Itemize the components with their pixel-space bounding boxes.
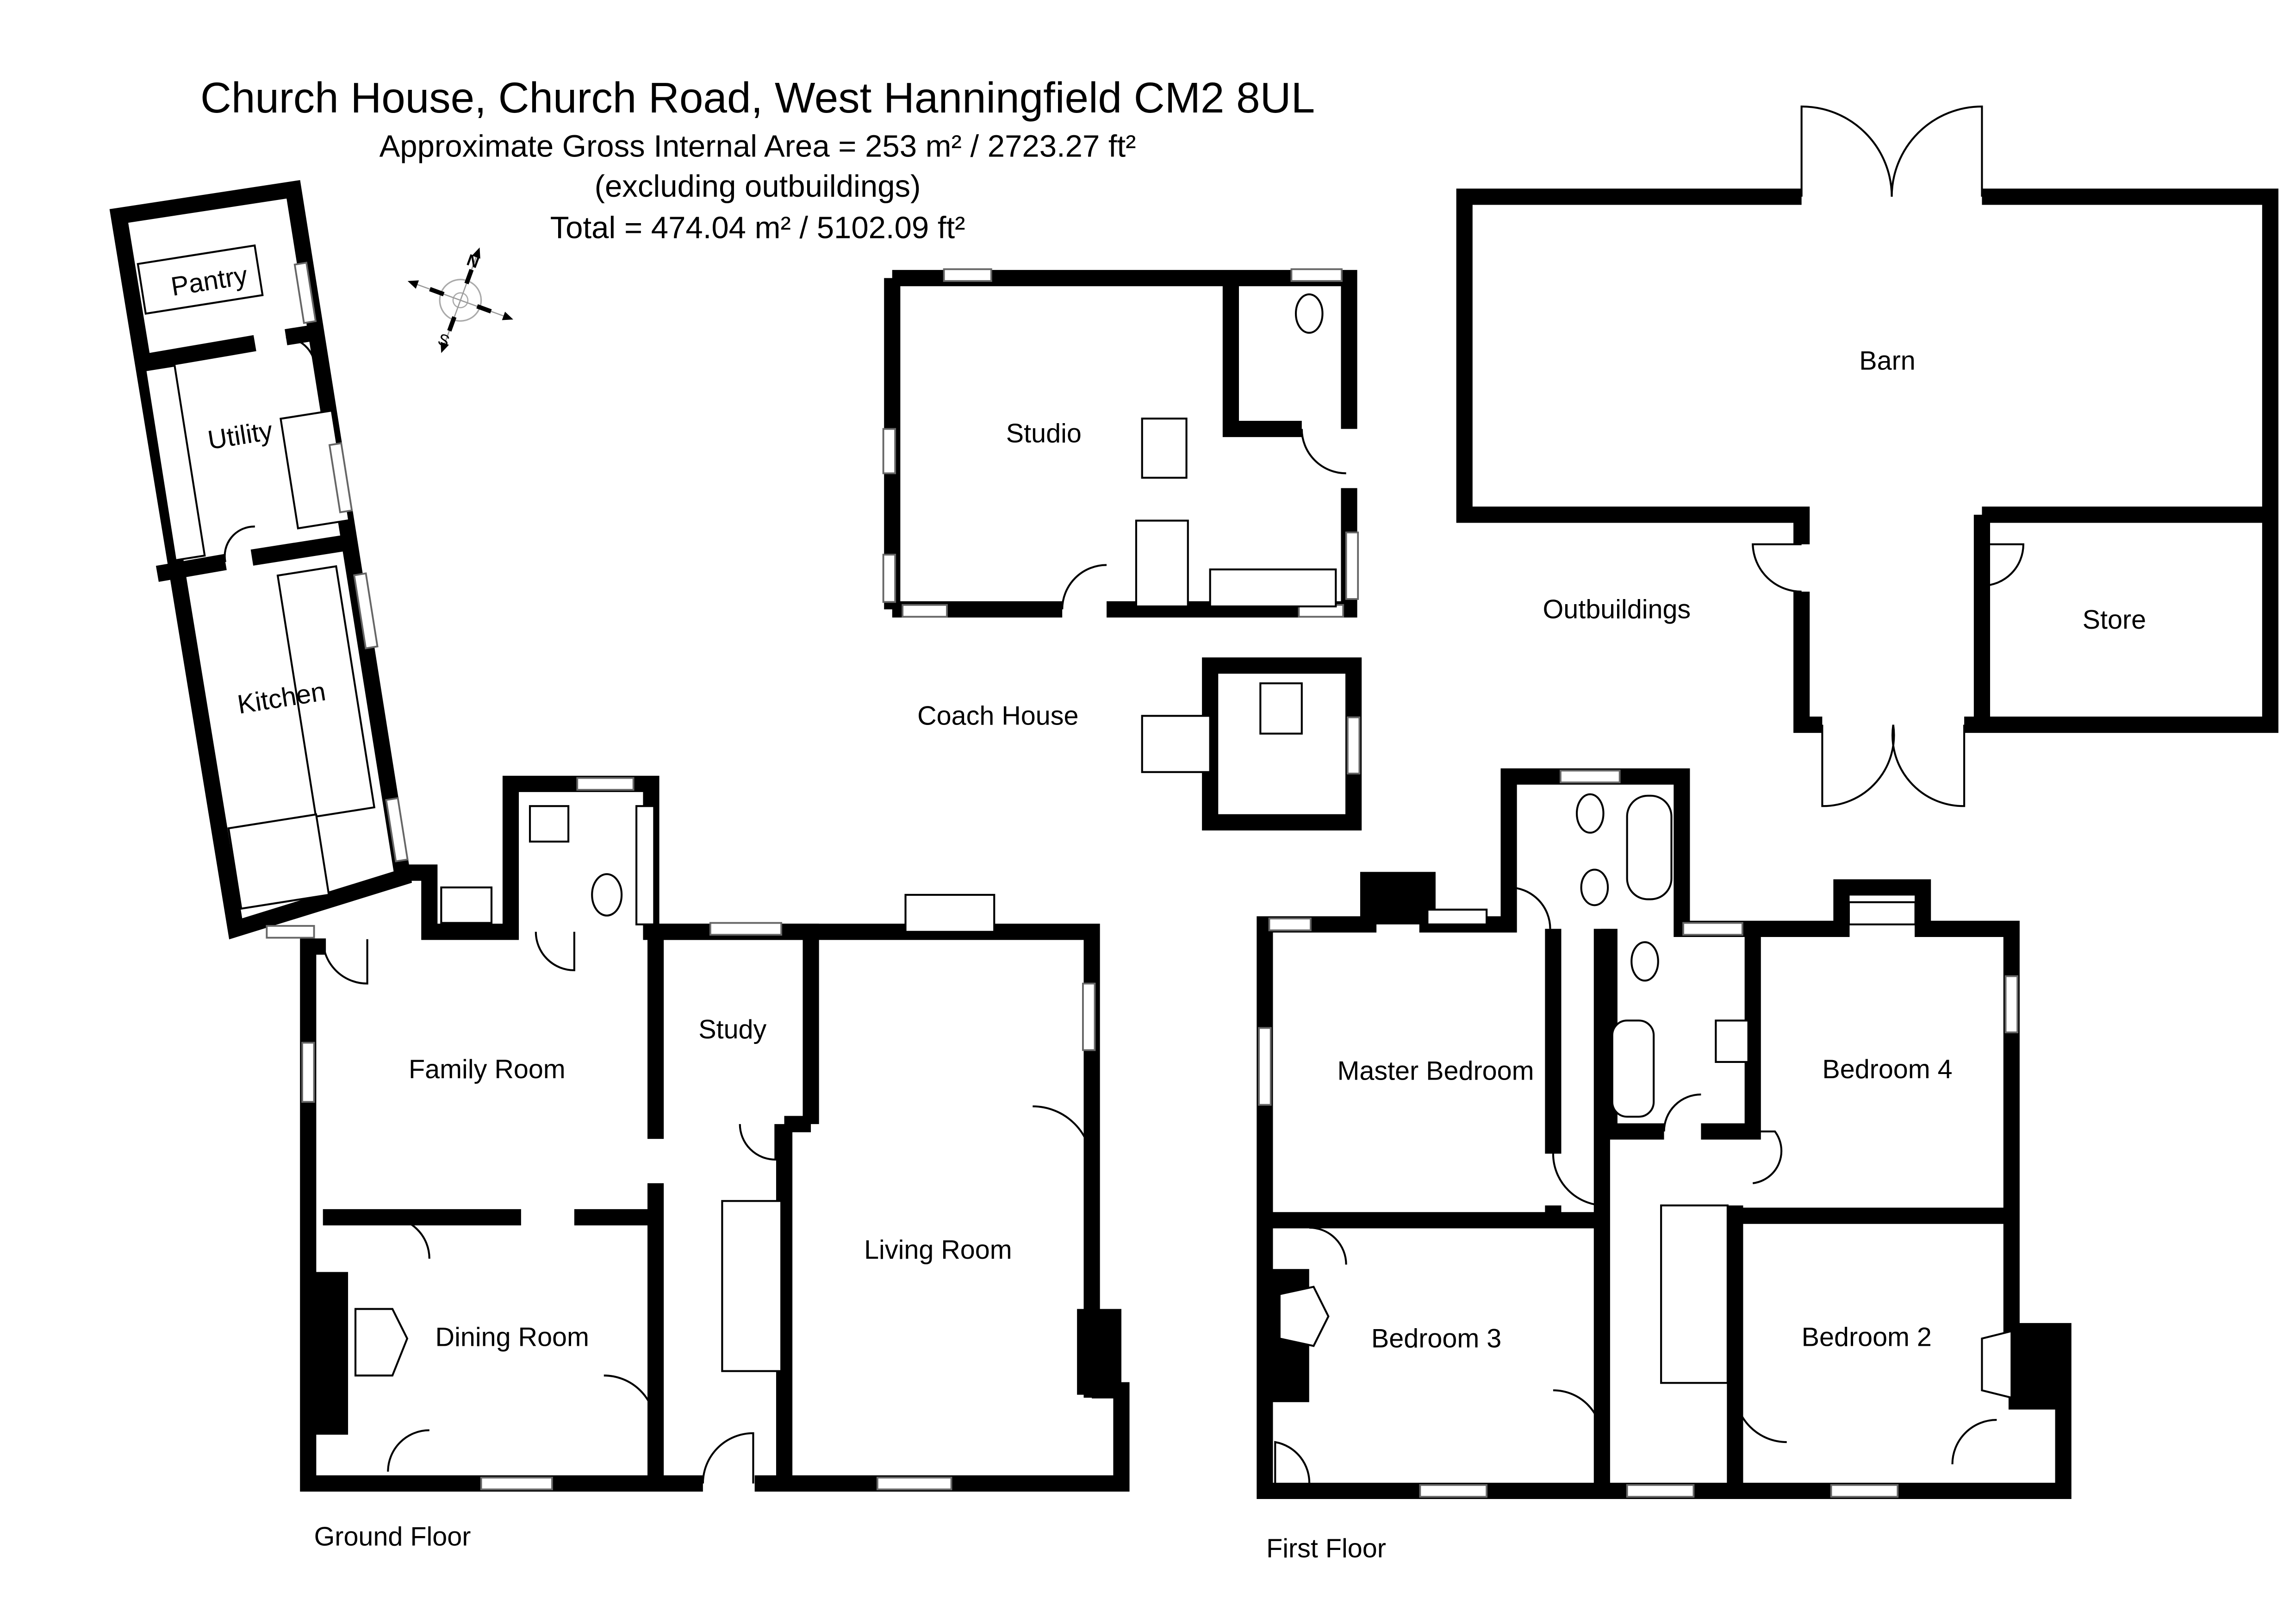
- coach-house-label: Coach House: [917, 701, 1078, 731]
- room-label-bedroom-3: Bedroom 3: [1371, 1324, 1501, 1354]
- outbuildings: Studio Coach House Barn Store Outbuildin…: [882, 105, 2279, 831]
- gross-internal-area: Approximate Gross Internal Area = 253 m²…: [380, 129, 1136, 164]
- room-label-family-room: Family Room: [409, 1055, 566, 1084]
- header: Church House, Church Road, West Hanningf…: [200, 74, 1315, 245]
- first-floor: Master Bedroom Bedroom 4 Bedroom 3 Bedro…: [1257, 768, 2072, 1563]
- compass-south: S: [436, 330, 452, 351]
- room-label-studio: Studio: [1006, 418, 1082, 448]
- room-label-store: Store: [2083, 605, 2146, 635]
- room-label-dining-room: Dining Room: [436, 1322, 589, 1352]
- ground-floor: Pantry Utility Kitchen: [109, 180, 1130, 1552]
- floor-label-first: First Floor: [1266, 1534, 1386, 1563]
- floor-label-ground: Ground Floor: [314, 1522, 471, 1552]
- excluding-note: (excluding outbuildings): [595, 169, 921, 204]
- kitchen-wing: Pantry Utility Kitchen: [109, 180, 412, 940]
- outbuildings-label: Outbuildings: [1543, 594, 1691, 624]
- room-label-bedroom-2: Bedroom 2: [1802, 1322, 1932, 1352]
- compass-icon: N S: [407, 247, 513, 353]
- compass-north: N: [464, 251, 481, 272]
- room-label-utility: Utility: [206, 416, 275, 455]
- room-label-barn: Barn: [1859, 346, 1915, 376]
- plan-title: Church House, Church Road, West Hanningf…: [200, 74, 1315, 122]
- room-label-bedroom-4: Bedroom 4: [1822, 1055, 1952, 1084]
- total-area: Total = 474.04 m² / 5102.09 ft²: [550, 210, 965, 245]
- room-label-living-room: Living Room: [864, 1235, 1012, 1265]
- room-label-master-bedroom: Master Bedroom: [1337, 1056, 1534, 1086]
- room-label-study: Study: [698, 1015, 766, 1044]
